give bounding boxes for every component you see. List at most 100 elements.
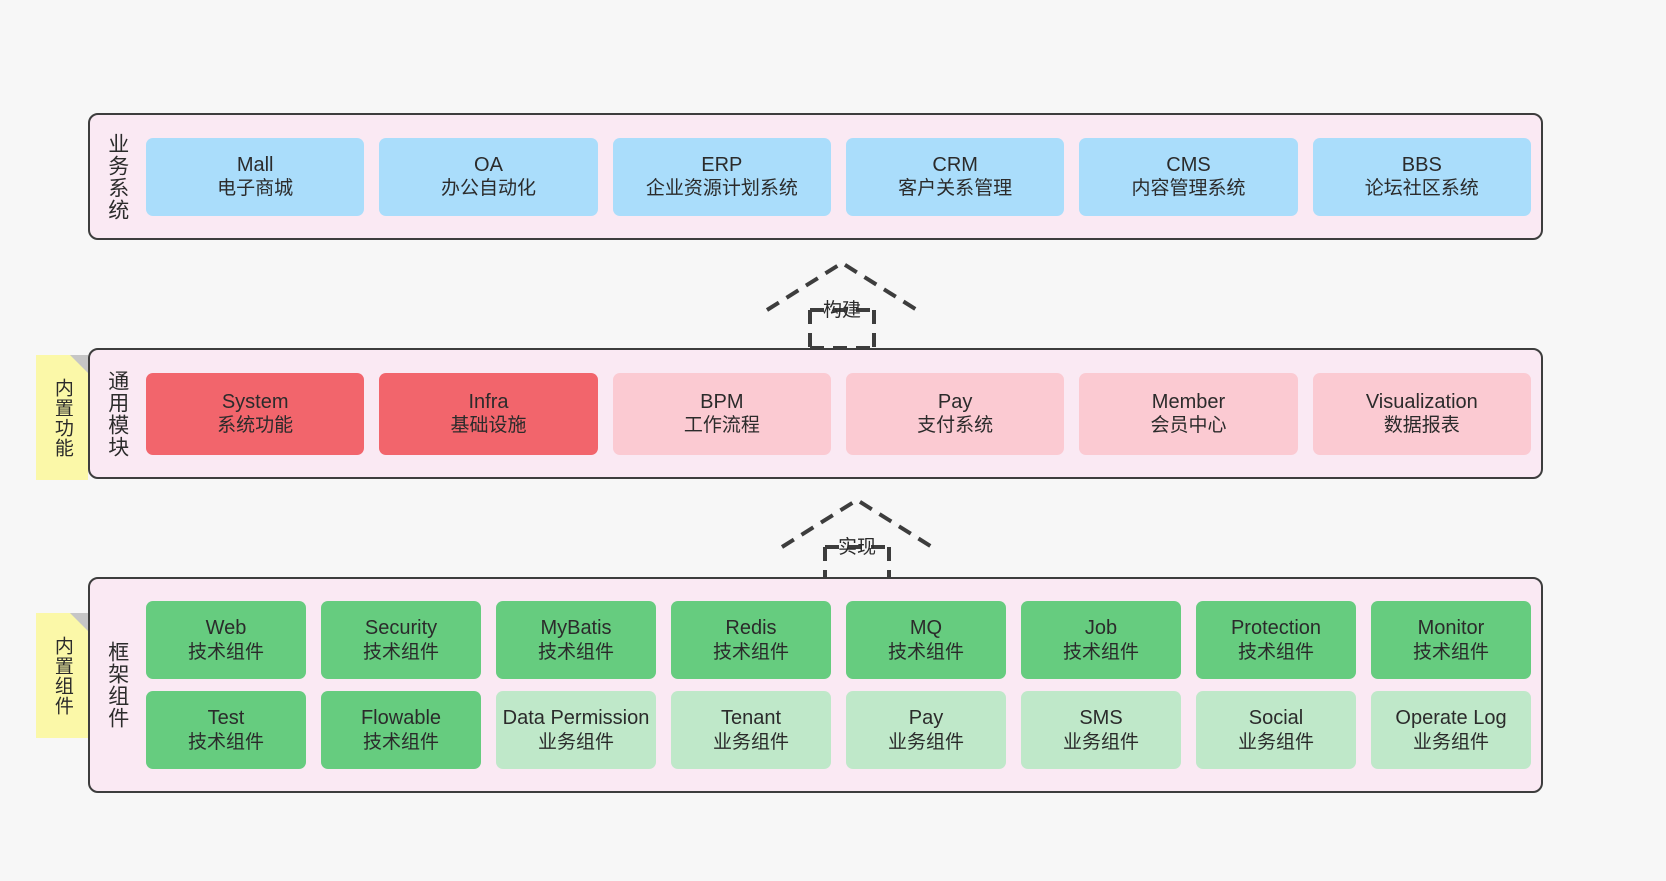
node-title-en: Security [364,617,438,640]
node-title-cn: 技术组件 [537,641,614,663]
node-row: Mall 电子商城 OA 办公自动化 ERP 企业资源计划系统 CRM 客户关系… [146,137,1531,216]
node-sms[interactable]: SMS 业务组件 [1021,691,1181,769]
node-title-en: Social [1248,707,1304,730]
node-flowable[interactable]: Flowable 技术组件 [321,691,481,769]
generalization-arrow-icon [780,497,934,587]
node-title-en: System [221,390,289,413]
node-title-cn: 办公自动化 [440,178,536,200]
node-title-cn: 技术组件 [1412,641,1489,663]
node-system[interactable]: System 系统功能 [146,372,365,455]
node-title-cn: 电子商城 [217,178,294,200]
node-title-en: Infra [468,390,509,413]
node-title-en: CMS [1166,153,1211,176]
node-title-cn: 技术组件 [187,641,264,663]
node-bpm[interactable]: BPM 工作流程 [612,372,831,455]
node-title-en: Mall [236,153,274,176]
node-erp[interactable]: ERP 企业资源计划系统 [612,137,831,216]
connector-label: 构建 [822,300,861,321]
connector-label: 实现 [837,537,876,558]
sticky-fold-corner-icon [70,355,88,373]
node-title-cn: 业务组件 [887,731,964,753]
node-title-cn: 技术组件 [712,641,789,663]
node-crm[interactable]: CRM 客户关系管理 [845,137,1065,216]
node-row: Web 技术组件 Security 技术组件 MyBatis 技术组件 Redi… [146,601,1531,679]
node-pay[interactable]: Pay 支付系统 [845,372,1065,455]
node-title-cn: 业务组件 [712,731,789,753]
layer-common-modules: 通用模块 System 系统功能 Infra 基础设施 BPM 工作流程 Pay… [88,348,1543,479]
node-title-cn: 工作流程 [683,415,760,437]
node-visualization[interactable]: Visualization 数据报表 [1312,372,1531,455]
node-bbs[interactable]: BBS 论坛社区系统 [1312,137,1531,216]
node-title-en: Pay [908,707,944,730]
sticky-fold-corner-icon [70,613,88,631]
node-security[interactable]: Security 技术组件 [321,601,481,679]
node-job[interactable]: Job 技术组件 [1021,601,1181,679]
node-oa[interactable]: OA 办公自动化 [379,137,598,216]
layer-framework-components: 框架组件 Web 技术组件 Security 技术组件 MyBatis 技术组件… [88,577,1543,793]
node-title-cn: 业务组件 [1412,731,1489,753]
node-title-cn: 技术组件 [362,641,439,663]
generalization-arrow-icon [765,260,919,350]
node-cms[interactable]: CMS 内容管理系统 [1079,137,1298,216]
node-test[interactable]: Test 技术组件 [146,691,306,769]
node-tenant[interactable]: Tenant 业务组件 [671,691,831,769]
node-title-en: SMS [1079,707,1123,730]
node-title-en: CRM [932,153,978,176]
node-data-permission[interactable]: Data Permission 业务组件 [496,691,656,769]
node-monitor[interactable]: Monitor 技术组件 [1371,601,1531,679]
node-title-en: Tenant [720,707,782,730]
node-title-cn: 内容管理系统 [1131,178,1246,200]
node-title-cn: 业务组件 [537,731,614,753]
node-title-cn: 数据报表 [1383,415,1460,437]
node-member[interactable]: Member 会员中心 [1079,372,1298,455]
node-title-cn: 基础设施 [450,415,527,437]
node-infra[interactable]: Infra 基础设施 [379,372,598,455]
node-mall[interactable]: Mall 电子商城 [146,137,365,216]
layer-body-framework: Web 技术组件 Security 技术组件 MyBatis 技术组件 Redi… [134,589,1531,781]
node-title-cn: 技术组件 [887,641,964,663]
node-title-en: MQ [909,617,943,640]
sticky-note-builtin-components: 内置组件 [36,613,88,738]
node-title-en: Member [1151,390,1226,413]
node-title-en: Test [207,707,245,730]
node-title-cn: 技术组件 [187,731,264,753]
node-title-cn: 技术组件 [1062,641,1139,663]
sticky-note-label: 内置组件 [51,635,73,716]
node-web[interactable]: Web 技术组件 [146,601,306,679]
node-title-cn: 支付系统 [917,415,994,437]
node-title-en: OA [474,153,503,176]
node-protection[interactable]: Protection 技术组件 [1196,601,1356,679]
node-social[interactable]: Social 业务组件 [1196,691,1356,769]
node-title-en: Data Permission [502,707,650,730]
node-title-en: Redis [725,617,777,640]
layer-body-business: Mall 电子商城 OA 办公自动化 ERP 企业资源计划系统 CRM 客户关系… [134,125,1531,228]
layer-title-framework: 框架组件 [105,641,129,729]
node-row: System 系统功能 Infra 基础设施 BPM 工作流程 Pay 支付系统… [146,372,1531,455]
node-title-en: Visualization [1365,390,1478,413]
node-row: Test 技术组件 Flowable 技术组件 Data Permission … [146,691,1531,769]
node-title-cn: 论坛社区系统 [1364,178,1479,200]
layer-title-common: 通用模块 [105,369,129,458]
node-title-cn: 业务组件 [1062,731,1139,753]
node-title-en: Job [1084,617,1118,640]
layer-business-systems: 业务系统 Mall 电子商城 OA 办公自动化 ERP 企业资源计划系统 CRM… [88,113,1543,240]
node-title-cn: 技术组件 [362,731,439,753]
node-title-en: ERP [701,153,743,176]
connector-build: 构建 [762,255,922,350]
node-title-en: BBS [1401,153,1442,176]
node-pay-business[interactable]: Pay 业务组件 [846,691,1006,769]
node-title-cn: 客户关系管理 [898,178,1013,200]
connector-implement: 实现 [777,492,937,587]
node-title-en: Operate Log [1395,707,1507,730]
node-title-en: BPM [700,390,744,413]
node-redis[interactable]: Redis 技术组件 [671,601,831,679]
node-title-en: Protection [1230,617,1322,640]
node-mq[interactable]: MQ 技术组件 [846,601,1006,679]
node-operate-log[interactable]: Operate Log 业务组件 [1371,691,1531,769]
layer-title-business: 业务系统 [105,132,129,221]
node-title-en: Pay [937,390,973,413]
node-mybatis[interactable]: MyBatis 技术组件 [496,601,656,679]
sticky-note-label: 内置功能 [51,377,73,458]
node-title-cn: 企业资源计划系统 [645,178,798,200]
node-title-cn: 系统功能 [217,415,294,437]
